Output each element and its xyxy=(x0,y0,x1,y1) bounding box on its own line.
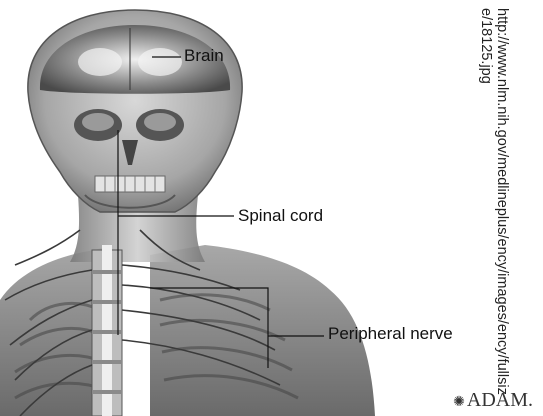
adam-logo: ✺ADAM. xyxy=(453,389,533,412)
torso xyxy=(0,245,375,416)
label-brain: Brain xyxy=(184,47,224,64)
source-url: http://www.nlm.nih.gov/medlineplus/ency/… xyxy=(478,8,510,403)
logo-mark-icon: ✺ xyxy=(453,395,465,410)
logo-text: ADAM. xyxy=(467,389,533,411)
label-spinal-cord: Spinal cord xyxy=(238,207,323,224)
label-peripheral-nerve: Peripheral nerve xyxy=(328,325,453,342)
skull xyxy=(28,10,242,212)
